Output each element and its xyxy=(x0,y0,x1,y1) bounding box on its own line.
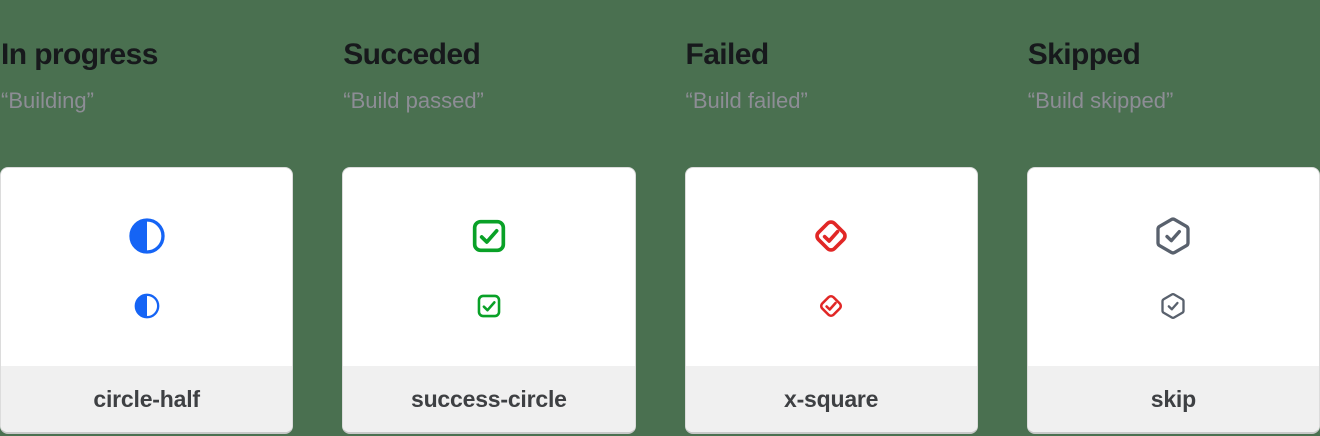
icon-preview-area xyxy=(343,168,634,366)
check-diamond-icon-small xyxy=(817,292,845,320)
icon-name-label: x-square xyxy=(783,385,879,412)
check-hexagon-icon-large xyxy=(1153,216,1193,256)
icon-name-label: circle-half xyxy=(93,385,200,412)
icon-preview-area xyxy=(686,168,977,366)
status-heading: Succeded xyxy=(343,38,481,71)
icon-card: circle-half xyxy=(0,167,294,434)
icon-name-footer: skip xyxy=(1027,366,1319,432)
check-hexagon-icon-small xyxy=(1159,292,1187,320)
circle-half-icon-large xyxy=(127,216,167,256)
status-heading: Skipped xyxy=(1027,38,1141,71)
icon-preview-area xyxy=(1028,168,1319,366)
check-square-icon-small xyxy=(475,292,503,320)
circle-half-icon-small xyxy=(133,292,161,320)
check-diamond-icon-large xyxy=(811,216,851,256)
icon-card: success-circle xyxy=(342,167,636,434)
status-quote: “Build skipped” xyxy=(1027,88,1174,113)
icon-name-label: success-circle xyxy=(410,385,567,412)
icon-name-footer: x-square xyxy=(685,366,977,432)
icon-name-footer: success-circle xyxy=(343,366,635,432)
status-column-failed: Failed “Build failed” x-square xyxy=(684,0,978,434)
icon-name-footer: circle-half xyxy=(1,366,293,432)
status-quote: “Building” xyxy=(1,88,94,113)
icon-card: x-square xyxy=(684,167,978,434)
icon-name-label: skip xyxy=(1150,385,1196,412)
icon-preview-area xyxy=(1,168,292,366)
status-column-succeeded: Succeded “Build passed” succes xyxy=(342,0,636,434)
check-square-icon-large xyxy=(469,216,509,256)
status-column-skipped: Skipped “Build skipped” skip xyxy=(1026,0,1320,434)
status-quote: “Build failed” xyxy=(685,88,808,113)
status-heading: Failed xyxy=(685,38,770,71)
status-heading: In progress xyxy=(1,38,158,71)
status-column-in-progress: In progress “Building” circle- xyxy=(0,0,294,434)
icon-card: skip xyxy=(1026,167,1320,434)
status-quote: “Build passed” xyxy=(343,88,484,113)
